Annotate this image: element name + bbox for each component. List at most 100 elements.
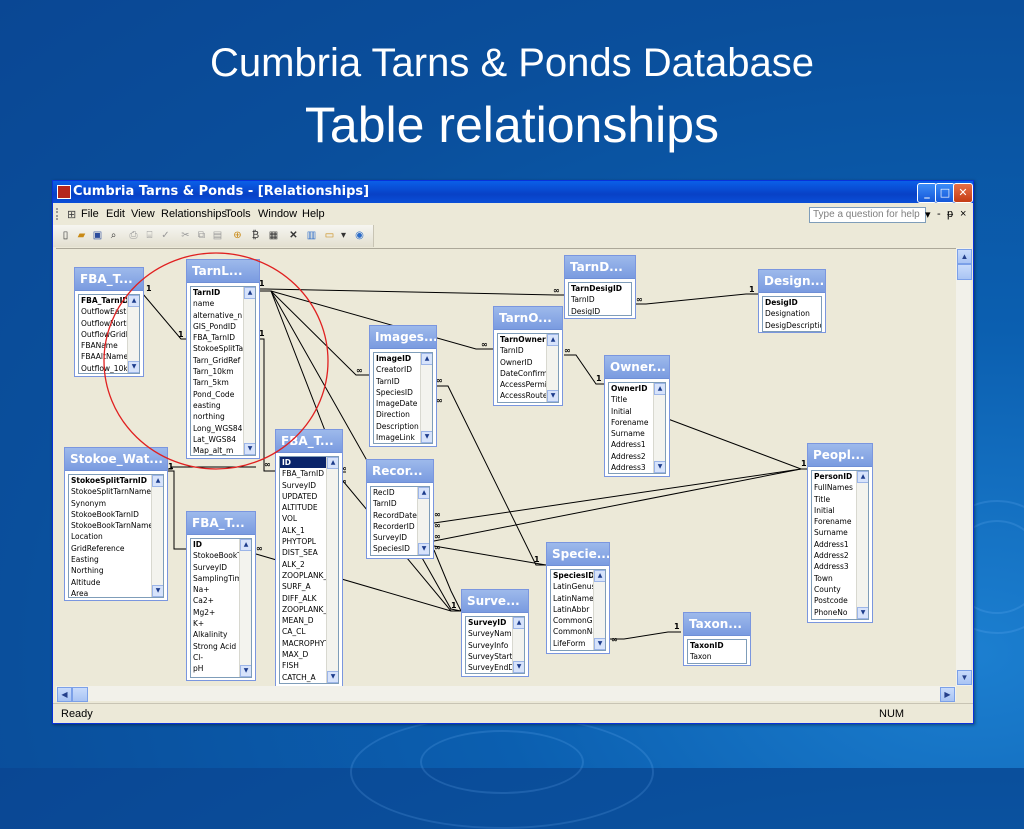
help-dropdown-icon[interactable]: ▾ bbox=[925, 209, 931, 221]
table-tarn-owner[interactable]: TarnO... TarnOwnerID TarnID OwnerID Date… bbox=[493, 306, 563, 406]
chevron-down-icon[interactable]: ▼ bbox=[244, 443, 255, 455]
field-item[interactable]: Cl- bbox=[193, 652, 204, 662]
field-item[interactable]: FISH bbox=[282, 661, 299, 671]
table-species[interactable]: Specie... SpeciesID LatinGenus LatinName… bbox=[546, 542, 610, 654]
field-item[interactable]: SpeciesID bbox=[376, 387, 413, 397]
table-title[interactable]: TarnD... bbox=[565, 256, 635, 279]
vertical-scrollbar[interactable]: ▲ ▼ bbox=[956, 248, 972, 686]
chevron-down-icon[interactable]: ▼ bbox=[418, 543, 429, 555]
scroll-left-icon[interactable]: ◀ bbox=[57, 687, 72, 702]
scroll-down-icon[interactable]: ▼ bbox=[957, 670, 972, 685]
field-item[interactable]: Address2 bbox=[611, 451, 646, 461]
chevron-down-icon[interactable]: ▼ bbox=[421, 431, 432, 443]
table-tarn-designation[interactable]: TarnD... TarnDesigID TarnID DesigID bbox=[564, 255, 636, 319]
field-item[interactable]: CommonName bbox=[553, 627, 605, 637]
chevron-up-icon[interactable]: ▲ bbox=[244, 287, 255, 299]
field-item[interactable]: Forename bbox=[611, 417, 649, 427]
menu-view[interactable]: View bbox=[131, 208, 155, 220]
close-button[interactable]: ✕ bbox=[953, 183, 973, 203]
chevron-up-icon[interactable]: ▲ bbox=[421, 353, 432, 365]
field-item[interactable]: TarnID bbox=[571, 295, 595, 305]
field-item[interactable]: ImageID bbox=[376, 354, 412, 363]
table-title[interactable]: Taxon... bbox=[684, 613, 750, 636]
field-item[interactable]: TarnID bbox=[500, 346, 524, 356]
field-item[interactable]: GridReference bbox=[71, 543, 125, 553]
paste-icon[interactable]: ▤ bbox=[212, 230, 223, 241]
field-item[interactable]: ImageLink bbox=[376, 433, 415, 443]
field-item[interactable]: LatinGenus bbox=[553, 582, 596, 592]
field-item[interactable]: StokoeBookTa bbox=[193, 551, 246, 561]
chevron-down-icon[interactable]: ▼ bbox=[594, 638, 605, 650]
chevron-up-icon[interactable]: ▲ bbox=[128, 295, 139, 307]
table-scrollbar[interactable]: ▲▼ bbox=[512, 617, 524, 673]
show-direct-icon[interactable]: ₿ bbox=[251, 230, 260, 241]
field-item[interactable]: Synonym bbox=[71, 498, 107, 508]
field-item[interactable]: RecID bbox=[373, 488, 395, 497]
chevron-up-icon[interactable]: ▲ bbox=[418, 487, 429, 499]
field-item[interactable]: PersonID bbox=[814, 472, 853, 481]
minimize-button[interactable]: _ bbox=[917, 183, 937, 203]
chevron-up-icon[interactable]: ▲ bbox=[654, 383, 665, 395]
field-item[interactable]: Area bbox=[71, 588, 89, 598]
table-title[interactable]: Images... bbox=[370, 326, 436, 349]
field-item[interactable]: County bbox=[814, 584, 841, 594]
chevron-down-icon[interactable]: ▼ bbox=[240, 665, 251, 677]
field-item[interactable]: StokoeSplitTarnName bbox=[71, 487, 151, 497]
field-item[interactable]: SamplingTime bbox=[193, 573, 247, 583]
field-item[interactable]: VOL bbox=[282, 514, 298, 524]
table-fba-tarn-3[interactable]: FBA_T... ID StokoeBookTa SurveyID Sampli… bbox=[186, 511, 256, 681]
field-item[interactable]: ZOOPLANK_F bbox=[282, 570, 332, 580]
table-title[interactable]: TarnO... bbox=[494, 307, 562, 330]
table-scrollbar[interactable]: ▲▼ bbox=[243, 287, 255, 455]
field-item[interactable]: StokoeBookTarnID bbox=[71, 509, 139, 519]
table-scrollbar[interactable]: ▲▼ bbox=[546, 334, 558, 402]
chevron-down-icon[interactable]: ▼ bbox=[654, 461, 665, 473]
table-title[interactable]: FBA_T... bbox=[276, 430, 342, 453]
table-stokoe-waters[interactable]: Stokoe_Wat... StokoeSplitTarnID StokoeSp… bbox=[64, 447, 168, 601]
table-title[interactable]: Surve... bbox=[462, 590, 528, 613]
field-item[interactable]: SpeciesID bbox=[553, 571, 595, 580]
table-owner[interactable]: Owner... OwnerID Title Initial Forename … bbox=[604, 355, 670, 477]
field-item[interactable]: LatinAbbr bbox=[553, 604, 590, 614]
db-icon[interactable]: ⊞ bbox=[67, 209, 77, 221]
table-title[interactable]: Stokoe_Wat... bbox=[65, 448, 167, 471]
table-scrollbar[interactable]: ▲▼ bbox=[326, 457, 338, 683]
window-titlebar[interactable]: Cumbria Tarns & Ponds - [Relationships] … bbox=[53, 181, 973, 203]
field-item[interactable]: SurveyEndDa bbox=[468, 663, 519, 673]
save-icon[interactable]: ▣ bbox=[92, 230, 103, 241]
field-item[interactable]: LatinName bbox=[553, 593, 594, 603]
field-item[interactable]: Initial bbox=[814, 505, 835, 515]
show-table-icon[interactable]: ⊕ bbox=[233, 230, 242, 241]
field-item[interactable]: Northing bbox=[71, 566, 104, 576]
field-item[interactable]: Altitude bbox=[71, 577, 101, 587]
field-item[interactable]: TarnID bbox=[376, 376, 400, 386]
delete-icon[interactable]: ✕ bbox=[289, 230, 298, 241]
scroll-thumb[interactable] bbox=[957, 264, 972, 280]
table-scrollbar[interactable]: ▲▼ bbox=[593, 570, 605, 650]
field-item[interactable]: ALK_2 bbox=[282, 559, 305, 569]
field-item[interactable]: CA_CL bbox=[282, 627, 306, 637]
field-item[interactable]: DesigID bbox=[765, 298, 798, 307]
field-item[interactable]: ALTITUDE bbox=[282, 503, 318, 513]
field-item[interactable]: Strong Acid bbox=[193, 641, 237, 651]
field-item[interactable]: RecordDate bbox=[373, 510, 417, 520]
table-fba-tarn-1[interactable]: FBA_T... FBA_TarnID OutflowEastin Outflo… bbox=[74, 267, 144, 377]
table-scrollbar[interactable]: ▲▼ bbox=[239, 539, 251, 677]
chevron-down-icon[interactable]: ▼ bbox=[152, 585, 163, 597]
chevron-down-icon[interactable]: ▼ bbox=[128, 361, 139, 373]
horizontal-scrollbar[interactable]: ◀ ▶ bbox=[56, 686, 956, 702]
print-preview-icon[interactable]: ⌸ bbox=[146, 230, 153, 241]
field-item[interactable]: SurveyInfo bbox=[468, 640, 509, 650]
table-title[interactable]: FBA_T... bbox=[75, 268, 143, 291]
field-item[interactable]: Initial bbox=[611, 406, 632, 416]
field-item[interactable]: Address1 bbox=[611, 440, 646, 450]
field-item[interactable]: ZOOPLANK_L bbox=[282, 604, 332, 614]
new-object-icon[interactable]: ▭ bbox=[324, 230, 335, 241]
table-title[interactable]: Design... bbox=[759, 270, 825, 293]
field-item[interactable]: Na+ bbox=[193, 585, 210, 595]
field-item[interactable]: MAX_D bbox=[282, 650, 309, 660]
field-item[interactable]: SpeciesID bbox=[373, 544, 410, 554]
show-all-icon[interactable]: ▦ bbox=[268, 230, 279, 241]
field-item[interactable]: SurveyID bbox=[373, 533, 408, 543]
field-item[interactable]: Description bbox=[376, 421, 419, 431]
